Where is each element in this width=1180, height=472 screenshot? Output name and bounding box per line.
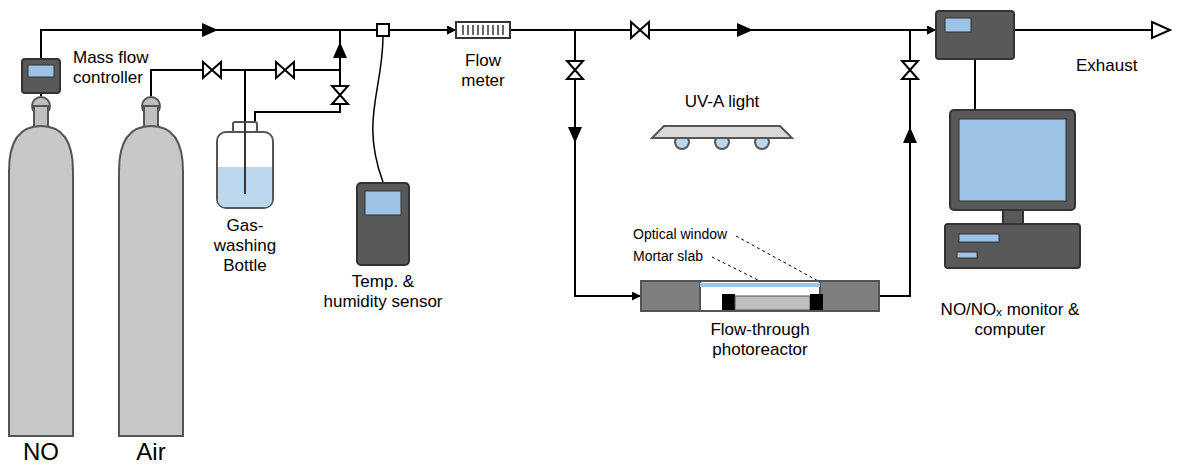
valve-group (202, 22, 918, 143)
valve-symbol (567, 61, 583, 79)
pipe-connector (511, 30, 640, 296)
flow-arrow (568, 127, 582, 143)
pipe-connector (255, 30, 455, 122)
gas-cylinder: Air (118, 96, 184, 472)
flow-meter: Flow meter (455, 21, 511, 39)
gas-cylinder: NO (8, 96, 74, 472)
node-label: UV-A light (652, 92, 792, 112)
node-label: Flow-through photoreactor (695, 320, 825, 360)
node-label: NO (0, 438, 84, 466)
valve-symbol (332, 86, 348, 104)
sensor-wire (373, 36, 383, 182)
mass-flow-controller-outline (21, 58, 61, 94)
node-label: Gas-washing Bottle (200, 216, 290, 276)
pipe-connector (40, 94, 42, 96)
mass-flow-controller: Mass flow controller (21, 58, 61, 94)
analyzer-and-computer-outline (935, 10, 1085, 270)
gas-cylinder-outline (8, 96, 74, 472)
node-label: Air (108, 438, 194, 466)
valve-symbol (203, 62, 221, 78)
node-label: NO/NOₓ monitor & computer (935, 300, 1085, 340)
flow-meter-outline (455, 21, 511, 39)
annotation-label: Mortar slab (632, 248, 704, 265)
photoreactor: Flow-through photoreactor (640, 280, 880, 312)
photoreactor-outline (640, 280, 880, 312)
flow-arrow (333, 42, 347, 58)
leader-line (712, 257, 760, 281)
data-cable (974, 60, 976, 110)
pipe-connector (880, 30, 935, 296)
valve-symbol (276, 62, 294, 78)
node-label: Mass flow controller (73, 48, 173, 88)
pipe-connector (511, 29, 935, 31)
node-label: Flow meter (445, 51, 521, 91)
annotation-label: Optical window (632, 226, 728, 243)
sensor-device: Temp. & humidity sensor (356, 182, 410, 266)
analyzer-and-computer: NO/NOₓ monitor & computer (935, 10, 1085, 270)
sensor-probe (377, 24, 389, 36)
exhaust-pipe (1015, 29, 1160, 31)
flow-arrow (903, 127, 917, 143)
gas-washing-bottle-outline (215, 122, 275, 212)
pipe-connector (151, 70, 245, 122)
leader-line (736, 236, 820, 282)
valve-symbol (631, 22, 649, 38)
exhaust-arrow (1152, 22, 1170, 38)
gas-washing-bottle: Gas-washing Bottle (215, 122, 275, 212)
sensor-device-outline (356, 182, 410, 266)
node-label: Temp. & humidity sensor (323, 272, 443, 312)
annotation-label: Exhaust (1075, 56, 1138, 76)
uv-lamp: UV-A light (652, 92, 792, 158)
valve-symbol (902, 61, 918, 79)
flow-arrow (737, 23, 753, 37)
flow-arrow (202, 23, 218, 37)
gas-cylinder-outline (118, 96, 184, 472)
